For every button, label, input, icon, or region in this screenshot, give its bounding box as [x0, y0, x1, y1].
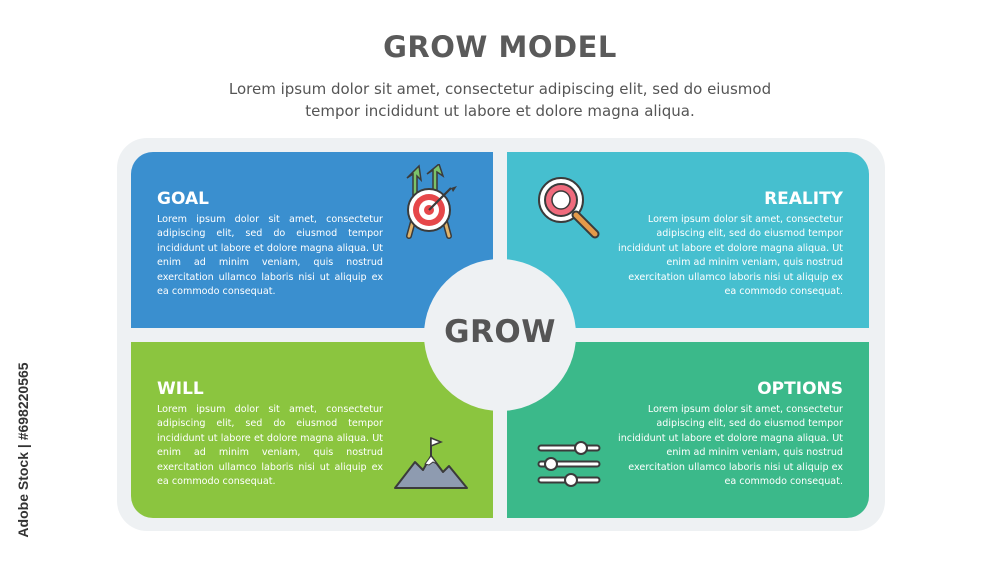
- goal-text: Lorem ipsum dolor sit amet, consectetur …: [157, 214, 383, 298]
- reality-title: REALITY: [764, 189, 843, 209]
- reality-text: Lorem ipsum dolor sit amet, consectetur …: [618, 214, 843, 298]
- goal-card: GOAL Lorem ipsum dolor sit amet, consect…: [131, 152, 493, 328]
- magnifier-icon: [538, 177, 600, 239]
- watermark-text: Adobe Stock | #698220565: [15, 362, 31, 538]
- page-title: GROW MODEL: [383, 30, 617, 64]
- will-text: Lorem ipsum dolor sit amet, consectetur …: [157, 404, 383, 488]
- options-title: OPTIONS: [757, 379, 843, 399]
- sliders-icon: [537, 441, 601, 487]
- subtitle-line-2: tempor incididunt ut labore et dolore ma…: [305, 102, 695, 120]
- center-label: GROW: [444, 314, 556, 350]
- will-title: WILL: [157, 379, 204, 399]
- center-circle: GROW: [424, 259, 576, 411]
- stock-watermark: Adobe Stock | #698220565: [10, 330, 36, 570]
- will-card: WILL Lorem ipsum dolor sit amet, consect…: [131, 342, 493, 518]
- options-text: Lorem ipsum dolor sit amet, consectetur …: [618, 404, 843, 488]
- page-subtitle: Lorem ipsum dolor sit amet, consectetur …: [0, 78, 1000, 122]
- mountain-flag-icon: [394, 436, 468, 489]
- reality-card: REALITY Lorem ipsum dolor sit amet, cons…: [507, 152, 869, 328]
- goal-title: GOAL: [157, 189, 209, 209]
- subtitle-line-1: Lorem ipsum dolor sit amet, consectetur …: [228, 80, 772, 98]
- options-card: OPTIONS Lorem ipsum dolor sit amet, cons…: [507, 342, 869, 518]
- target-icon: [406, 164, 457, 239]
